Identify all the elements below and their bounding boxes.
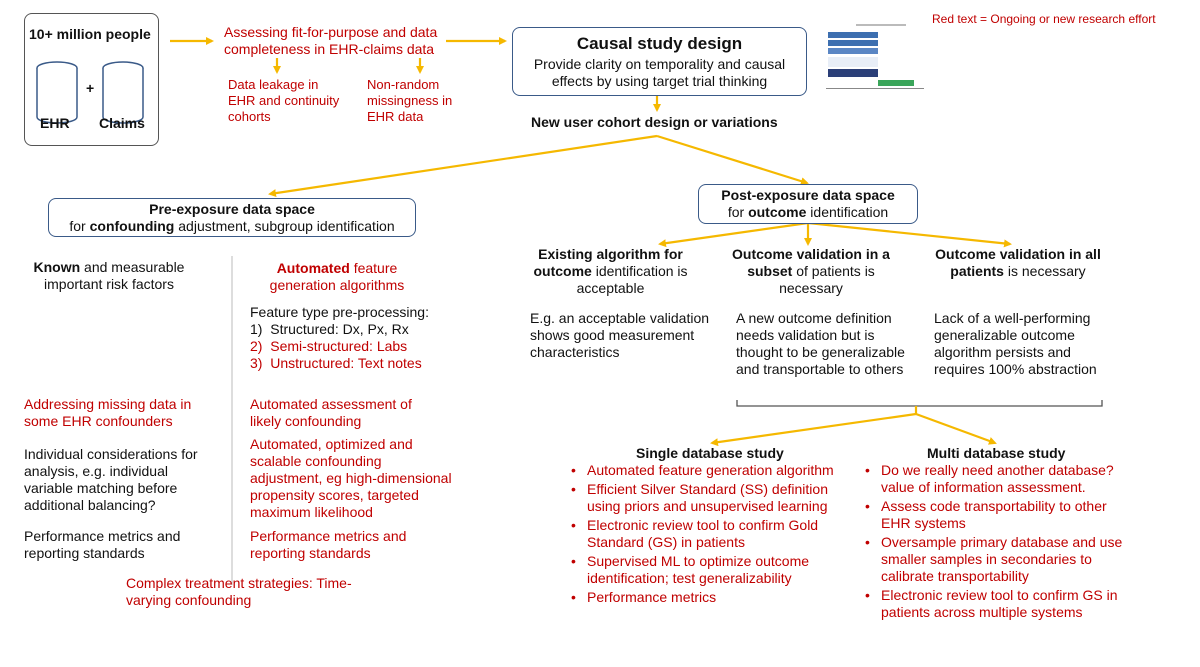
single-database-title: Single database study (636, 445, 784, 461)
arrow-to-pre (268, 134, 658, 198)
right-performance-item: Performance metrics and reporting standa… (250, 528, 407, 561)
arrow-to-multi (915, 412, 997, 445)
multi-item-3: Oversample primary database and use smal… (863, 534, 1138, 585)
missingness-note: Non-random missingness in EHR data (367, 77, 453, 124)
multi-database-title: Multi database study (927, 445, 1066, 461)
complex-treatment-note: Complex treatment strategies: Time-varyi… (126, 575, 352, 608)
multi-database-list: Do we really need another database? valu… (863, 462, 1138, 623)
causal-design-box: Causal study design Provide clarity on t… (512, 27, 807, 96)
thumb-header (856, 24, 906, 26)
arrow-to-single (710, 412, 917, 447)
existing-algorithm-heading: Existing algorithm for outcome identific… (533, 246, 688, 296)
single-item-5: Performance metrics (569, 589, 844, 606)
source-title: 10+ million people (29, 26, 151, 42)
causal-title: Causal study design (576, 34, 743, 53)
automated-adjustment-item: Automated, optimized and scalable confou… (250, 436, 452, 520)
thumb-bar-2 (828, 40, 878, 46)
arrow-post-to-col3 (807, 221, 1012, 248)
automated-feature-generation: Automated feature generation algorithms (269, 260, 405, 293)
thumb-bar-1 (828, 32, 878, 38)
target-trial-thumbnail (826, 24, 924, 90)
plus-sign: + (86, 80, 95, 96)
feature-3: 3) Unstructured: Text notes (250, 355, 422, 371)
feature-2: 2) Semi-structured: Labs (250, 338, 408, 354)
assess-title: Assessing fit-for-purpose and data compl… (224, 24, 438, 57)
arrow-to-post (656, 134, 809, 186)
data-leakage-note: Data leakage in EHR and continuity cohor… (228, 77, 340, 124)
multi-item-2: Assess code transportability to other EH… (863, 498, 1138, 532)
legend-note: Red text = Ongoing or new research effor… (932, 12, 1156, 26)
feature-preprocessing: Feature type pre-processing: 1) Structur… (250, 304, 450, 372)
claims-label: Claims (99, 115, 145, 131)
single-item-2: Efficient Silver Standard (SS) definitio… (569, 481, 844, 515)
single-database-list: Automated feature generation algorithm E… (569, 462, 844, 608)
multi-item-1: Do we really need another database? valu… (863, 462, 1138, 496)
post-title: Post-exposure data space (721, 187, 895, 203)
known-risk-factors: Known and measurable important risk fact… (33, 259, 185, 292)
pre-exposure-box: Pre-exposure data space for confounding … (48, 198, 416, 237)
subset-validation-heading: Outcome validation in a subset of patien… (732, 246, 890, 296)
thumb-bar-5 (828, 69, 878, 77)
pre-title: Pre-exposure data space (149, 201, 315, 217)
thumb-axis (826, 88, 924, 89)
missing-data-item: Addressing missing data in some EHR conf… (24, 396, 192, 429)
automated-assessment-item: Automated assessment of likely confoundi… (250, 396, 412, 429)
ehr-label: EHR (40, 115, 70, 131)
single-item-4: Supervised ML to optimize outcome identi… (569, 553, 844, 587)
feature-title: Feature type pre-processing: (250, 304, 429, 320)
all-patients-validation-body: Lack of a well-performing generalizable … (934, 310, 1097, 377)
multi-item-4: Electronic review tool to confirm GS in … (863, 587, 1138, 621)
post-exposure-box: Post-exposure data space for outcome ide… (698, 184, 918, 224)
thumb-bar-4 (828, 57, 878, 67)
source-box: 10+ million people + EHR Claims (24, 13, 159, 146)
feature-1: 1) Structured: Dx, Px, Rx (250, 321, 409, 337)
arrow-post-to-col1 (658, 221, 809, 248)
ehr-database-icon (36, 61, 78, 124)
pre-subtitle: for confounding adjustment, subgroup ide… (69, 218, 395, 234)
thumb-bar-6 (878, 80, 914, 86)
all-patients-validation-heading: Outcome validation in all patients is ne… (935, 246, 1101, 279)
post-subtitle: for outcome identification (727, 204, 889, 220)
new-user-design: New user cohort design or variations (531, 114, 778, 130)
claims-database-icon (102, 61, 144, 124)
subset-validation-body: A new outcome definition needs validatio… (736, 310, 905, 377)
individual-considerations-item: Individual considerations for analysis, … (24, 446, 198, 513)
causal-body: Provide clarity on temporality and causa… (533, 56, 786, 89)
existing-algorithm-body: E.g. an acceptable validation shows good… (530, 310, 710, 360)
left-performance-item: Performance metrics and reporting standa… (24, 528, 181, 561)
thumb-bar-3 (828, 48, 878, 54)
single-item-3: Electronic review tool to confirm Gold S… (569, 517, 844, 551)
brace (736, 400, 1103, 407)
single-item-1: Automated feature generation algorithm (569, 462, 844, 479)
